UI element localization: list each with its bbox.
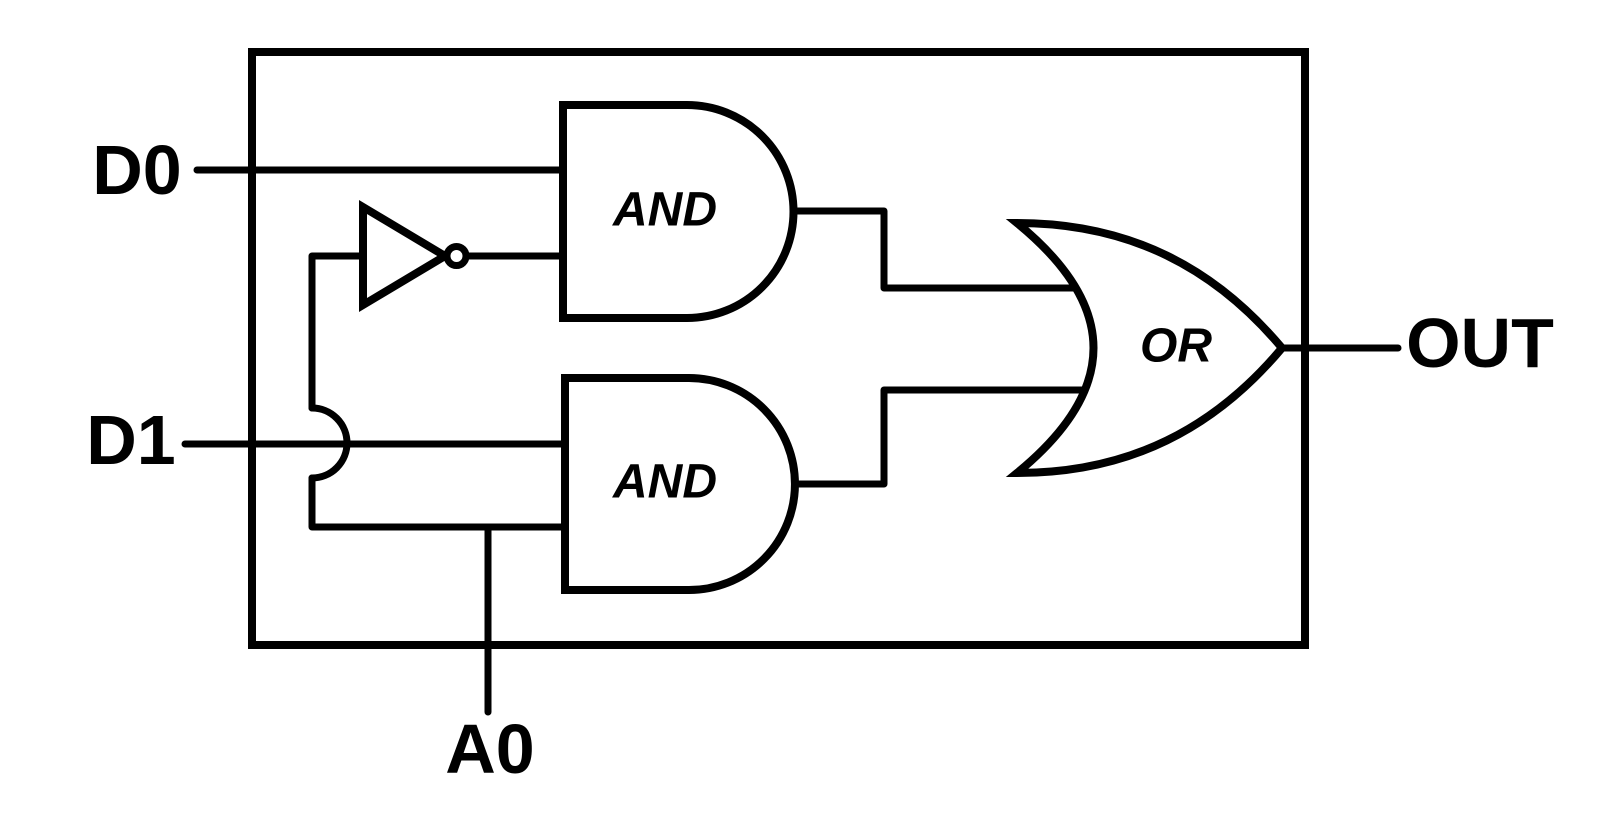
wire-select-run bbox=[308, 474, 569, 531]
not-gate-bubble bbox=[443, 243, 470, 269]
ic-boundary-box bbox=[248, 48, 1309, 649]
label-a0: A0 bbox=[445, 710, 534, 788]
label-and-gate-bottom: AND bbox=[612, 456, 717, 509]
label-out: OUT bbox=[1406, 304, 1554, 382]
label-d1: D1 bbox=[86, 401, 175, 479]
label-or-gate: OR bbox=[1140, 320, 1212, 373]
not-gate-triangle bbox=[359, 199, 453, 313]
label-and-gate-top: AND bbox=[612, 184, 717, 237]
label-d0: D0 bbox=[92, 131, 181, 209]
wire-and-bottom-output bbox=[788, 386, 1089, 488]
and-gate-top bbox=[559, 101, 798, 322]
wire-hop bbox=[308, 404, 351, 482]
or-gate bbox=[1005, 218, 1288, 478]
wire-select-riser bbox=[308, 252, 367, 412]
and-gate-bottom bbox=[561, 374, 799, 594]
wire-and-top-output bbox=[786, 207, 1089, 292]
